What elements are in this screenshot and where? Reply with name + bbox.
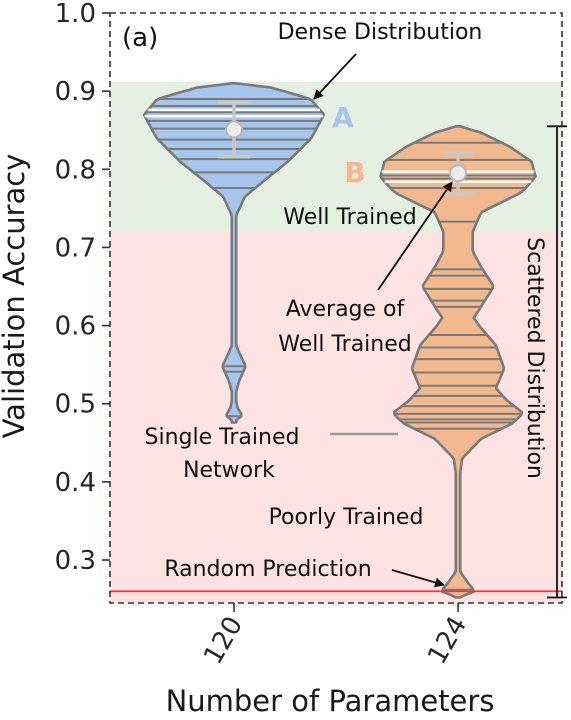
violin-body-120 [143,82,325,424]
y-tick-label-6: 0.9 [55,77,96,107]
y-tick-label-4: 0.7 [55,233,96,263]
well-trained-label: Well Trained [283,205,417,230]
axes-frame [109,12,563,604]
average-arrow [377,181,453,291]
y-tick-label-1: 0.4 [55,468,96,498]
mean-marker-124 [449,164,467,183]
x-tick-label-0: 120 [198,612,249,670]
y-tick-label-0: 0.3 [55,546,96,576]
y-axis-ticks: 0.3 0.4 0.5 0.6 0.7 0.8 0.9 1.0 [55,0,110,576]
panel-label: (a) [122,23,158,53]
x-tick-label-1: 124 [422,612,473,670]
single-network-label-line2: Network [183,458,275,483]
violin-label-b: B [344,156,365,189]
random-arrow [391,569,445,588]
mean-marker-120 [225,120,243,139]
x-axis-ticks: 120 124 [198,603,473,669]
average-label-line1: Average of [286,297,406,322]
y-tick-label-2: 0.5 [55,390,96,420]
dense-distribution-label: Dense Distribution [278,20,483,45]
poorly-trained-label: Poorly Trained [269,505,424,530]
x-axis-title: Number of Parameters [166,684,495,718]
y-tick-label-3: 0.6 [55,312,96,342]
average-label-line2: Well Trained [278,332,412,357]
overlays [110,100,562,593]
violin-label-a: A [332,101,354,134]
random-prediction-label: Random Prediction [164,557,371,582]
y-tick-label-7: 1.0 [55,0,96,29]
y-axis-title: Validation Accuracy [0,154,31,439]
scattered-distribution-label: Scattered Distribution [522,237,547,479]
y-tick-label-5: 0.8 [55,155,96,185]
dense-arrow [313,53,357,100]
single-network-label-line1: Single Trained [145,425,300,450]
violin-body-124 [379,125,537,599]
scattered-bracket [547,125,567,599]
